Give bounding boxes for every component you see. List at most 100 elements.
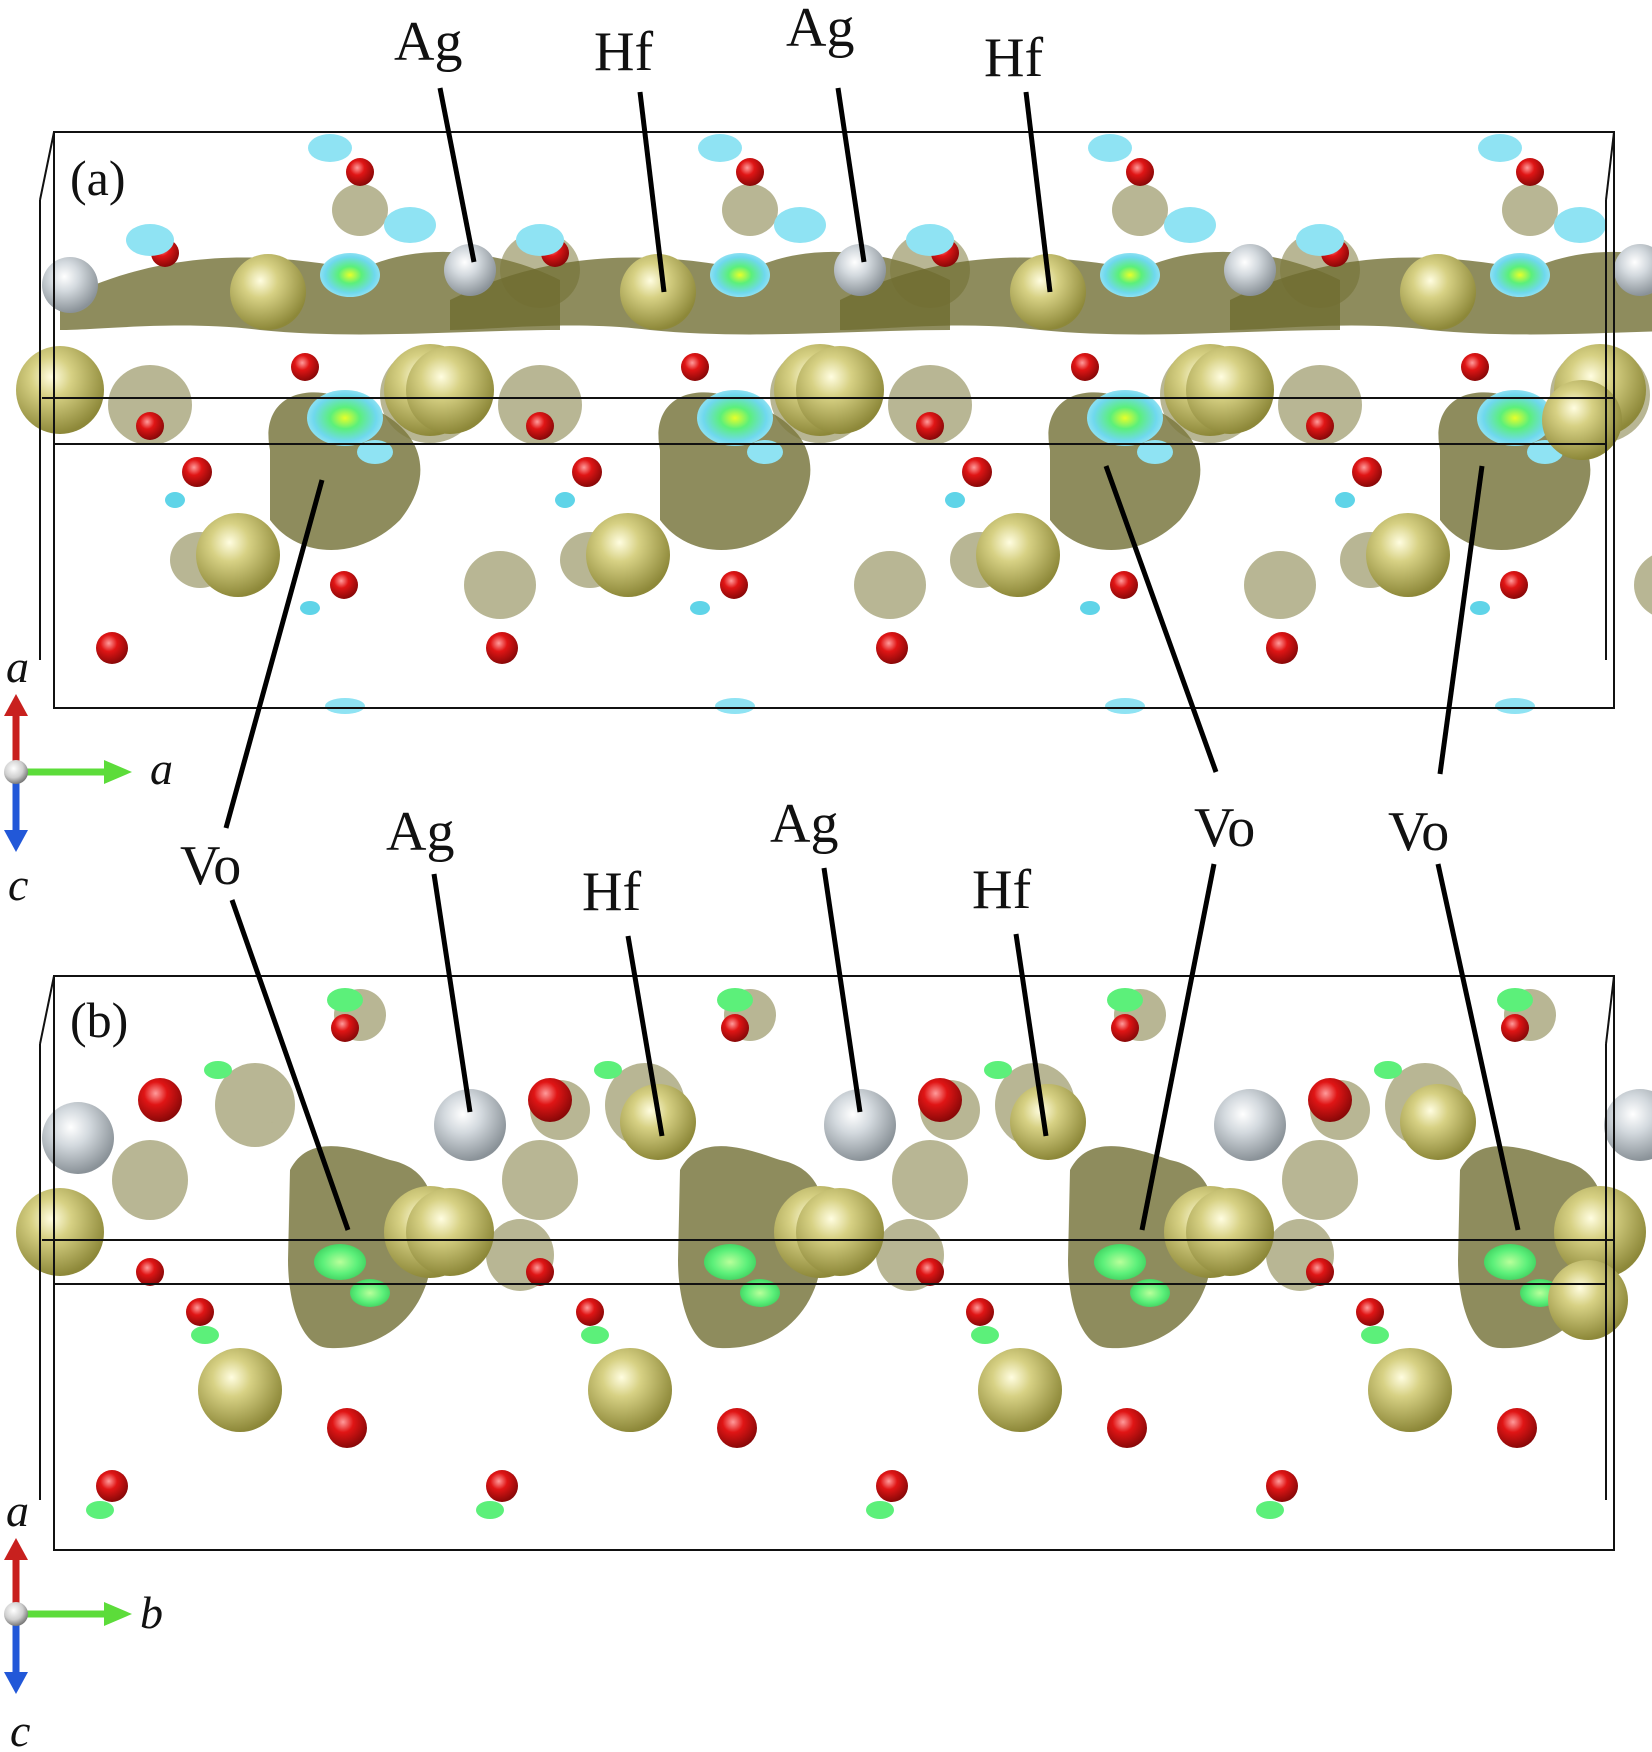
- atom-layer-b: [16, 988, 1652, 1519]
- o-atom: [136, 1258, 164, 1286]
- label-hf-3: Hf: [582, 861, 641, 923]
- isosurface-band: [60, 251, 560, 335]
- cyan-section: [1088, 134, 1132, 162]
- isosurface-lobe: [892, 1140, 968, 1220]
- vacancy-isosurface: [678, 1146, 826, 1349]
- o-atom: [1110, 571, 1138, 599]
- o-atom: [1266, 632, 1298, 664]
- o-atom: [962, 457, 992, 487]
- hf-atom: [1010, 1084, 1086, 1160]
- o-atom: [966, 1298, 994, 1326]
- hf-atom: [1548, 1260, 1628, 1340]
- green-section: [581, 1326, 609, 1344]
- o-atom: [1500, 571, 1528, 599]
- cyan-section: [1478, 134, 1522, 162]
- cyan-section: [325, 698, 365, 714]
- hf-atom: [1366, 513, 1450, 597]
- o-atom: [1501, 1014, 1529, 1042]
- green-section: [314, 1244, 366, 1280]
- ag-atom: [834, 244, 886, 296]
- hf-atom: [588, 1348, 672, 1432]
- isosurface-lobe: [502, 1140, 578, 1220]
- label-ag-3: Ag: [386, 801, 454, 863]
- green-section: [984, 1061, 1012, 1079]
- ag-atom: [434, 1089, 506, 1161]
- isosurface-lobe: [108, 365, 192, 445]
- o-atom: [330, 571, 358, 599]
- unit-cell-box-b: [39, 975, 1615, 1551]
- o-atom: [1107, 1408, 1147, 1448]
- hf-atom: [1186, 346, 1274, 434]
- axis-b-up-label: a: [6, 1485, 29, 1536]
- isosurface-band: [840, 251, 1340, 335]
- o-atom: [186, 1298, 214, 1326]
- green-section: [740, 1279, 780, 1307]
- ag-atom: [1224, 244, 1276, 296]
- o-atom: [717, 1408, 757, 1448]
- isosurface-lobe: [1502, 184, 1558, 236]
- hf-atom: [978, 1348, 1062, 1432]
- hf-atom: [406, 346, 494, 434]
- vacancy-isosurface: [1068, 1146, 1216, 1349]
- o-atom: [736, 158, 764, 186]
- green-section: [1256, 1501, 1284, 1519]
- panel-label-b: (b): [70, 992, 128, 1048]
- unit-cell-box-a: [39, 131, 1615, 709]
- hf-atom: [198, 1348, 282, 1432]
- label-ag-2: Ag: [786, 0, 854, 59]
- cyan-section: [1296, 224, 1344, 256]
- o-atom: [572, 457, 602, 487]
- cyan-section: [320, 253, 380, 297]
- axis-triad-b: a b c: [4, 1485, 163, 1752]
- ag-atom: [824, 1089, 896, 1161]
- hf-atom: [620, 254, 696, 330]
- o-atom: [526, 1258, 554, 1286]
- o-atom: [331, 1014, 359, 1042]
- o-atom: [346, 158, 374, 186]
- green-section: [1130, 1279, 1170, 1307]
- green-section: [327, 988, 363, 1012]
- cyan-section: [1137, 440, 1173, 464]
- o-atom: [96, 1470, 128, 1502]
- o-atom: [96, 632, 128, 664]
- green-section: [717, 988, 753, 1012]
- o-atom: [526, 412, 554, 440]
- o-atom: [1266, 1470, 1298, 1502]
- o-atom: [1461, 353, 1489, 381]
- isosurface-lobe: [1634, 555, 1652, 615]
- green-section: [350, 1279, 390, 1307]
- o-atom: [721, 1014, 749, 1042]
- isosurface-lobe: [854, 551, 926, 619]
- green-section: [204, 1061, 232, 1079]
- isosurface-lobe: [112, 1140, 188, 1220]
- o-atom: [1306, 412, 1334, 440]
- panel-label-a: (a): [70, 150, 126, 206]
- o-atom: [1126, 158, 1154, 186]
- o-atom: [720, 571, 748, 599]
- panel-b: (b): [16, 975, 1652, 1551]
- ag-atom: [1604, 1089, 1652, 1161]
- o-atom: [486, 632, 518, 664]
- hf-atom: [1542, 380, 1622, 460]
- o-atom: [327, 1408, 367, 1448]
- cyan-section: [710, 253, 770, 297]
- vacancy-isosurface: [288, 1146, 436, 1349]
- vacancy-isosurface: [1048, 392, 1201, 550]
- hf-atom: [1400, 254, 1476, 330]
- hf-atom: [16, 346, 104, 434]
- o-atom: [486, 1470, 518, 1502]
- hf-atom: [796, 346, 884, 434]
- green-section: [1107, 988, 1143, 1012]
- ag-atom: [1614, 244, 1652, 296]
- cyan-section: [308, 134, 352, 162]
- green-section: [86, 1501, 114, 1519]
- cyan-section: [1554, 207, 1606, 243]
- label-hf-4: Hf: [972, 859, 1031, 921]
- cyan-section: [1164, 207, 1216, 243]
- o-atom: [916, 412, 944, 440]
- cyan-section: [300, 601, 320, 615]
- cyan-section: [690, 601, 710, 615]
- o-atom: [1352, 457, 1382, 487]
- isosurface-lobe: [1112, 184, 1168, 236]
